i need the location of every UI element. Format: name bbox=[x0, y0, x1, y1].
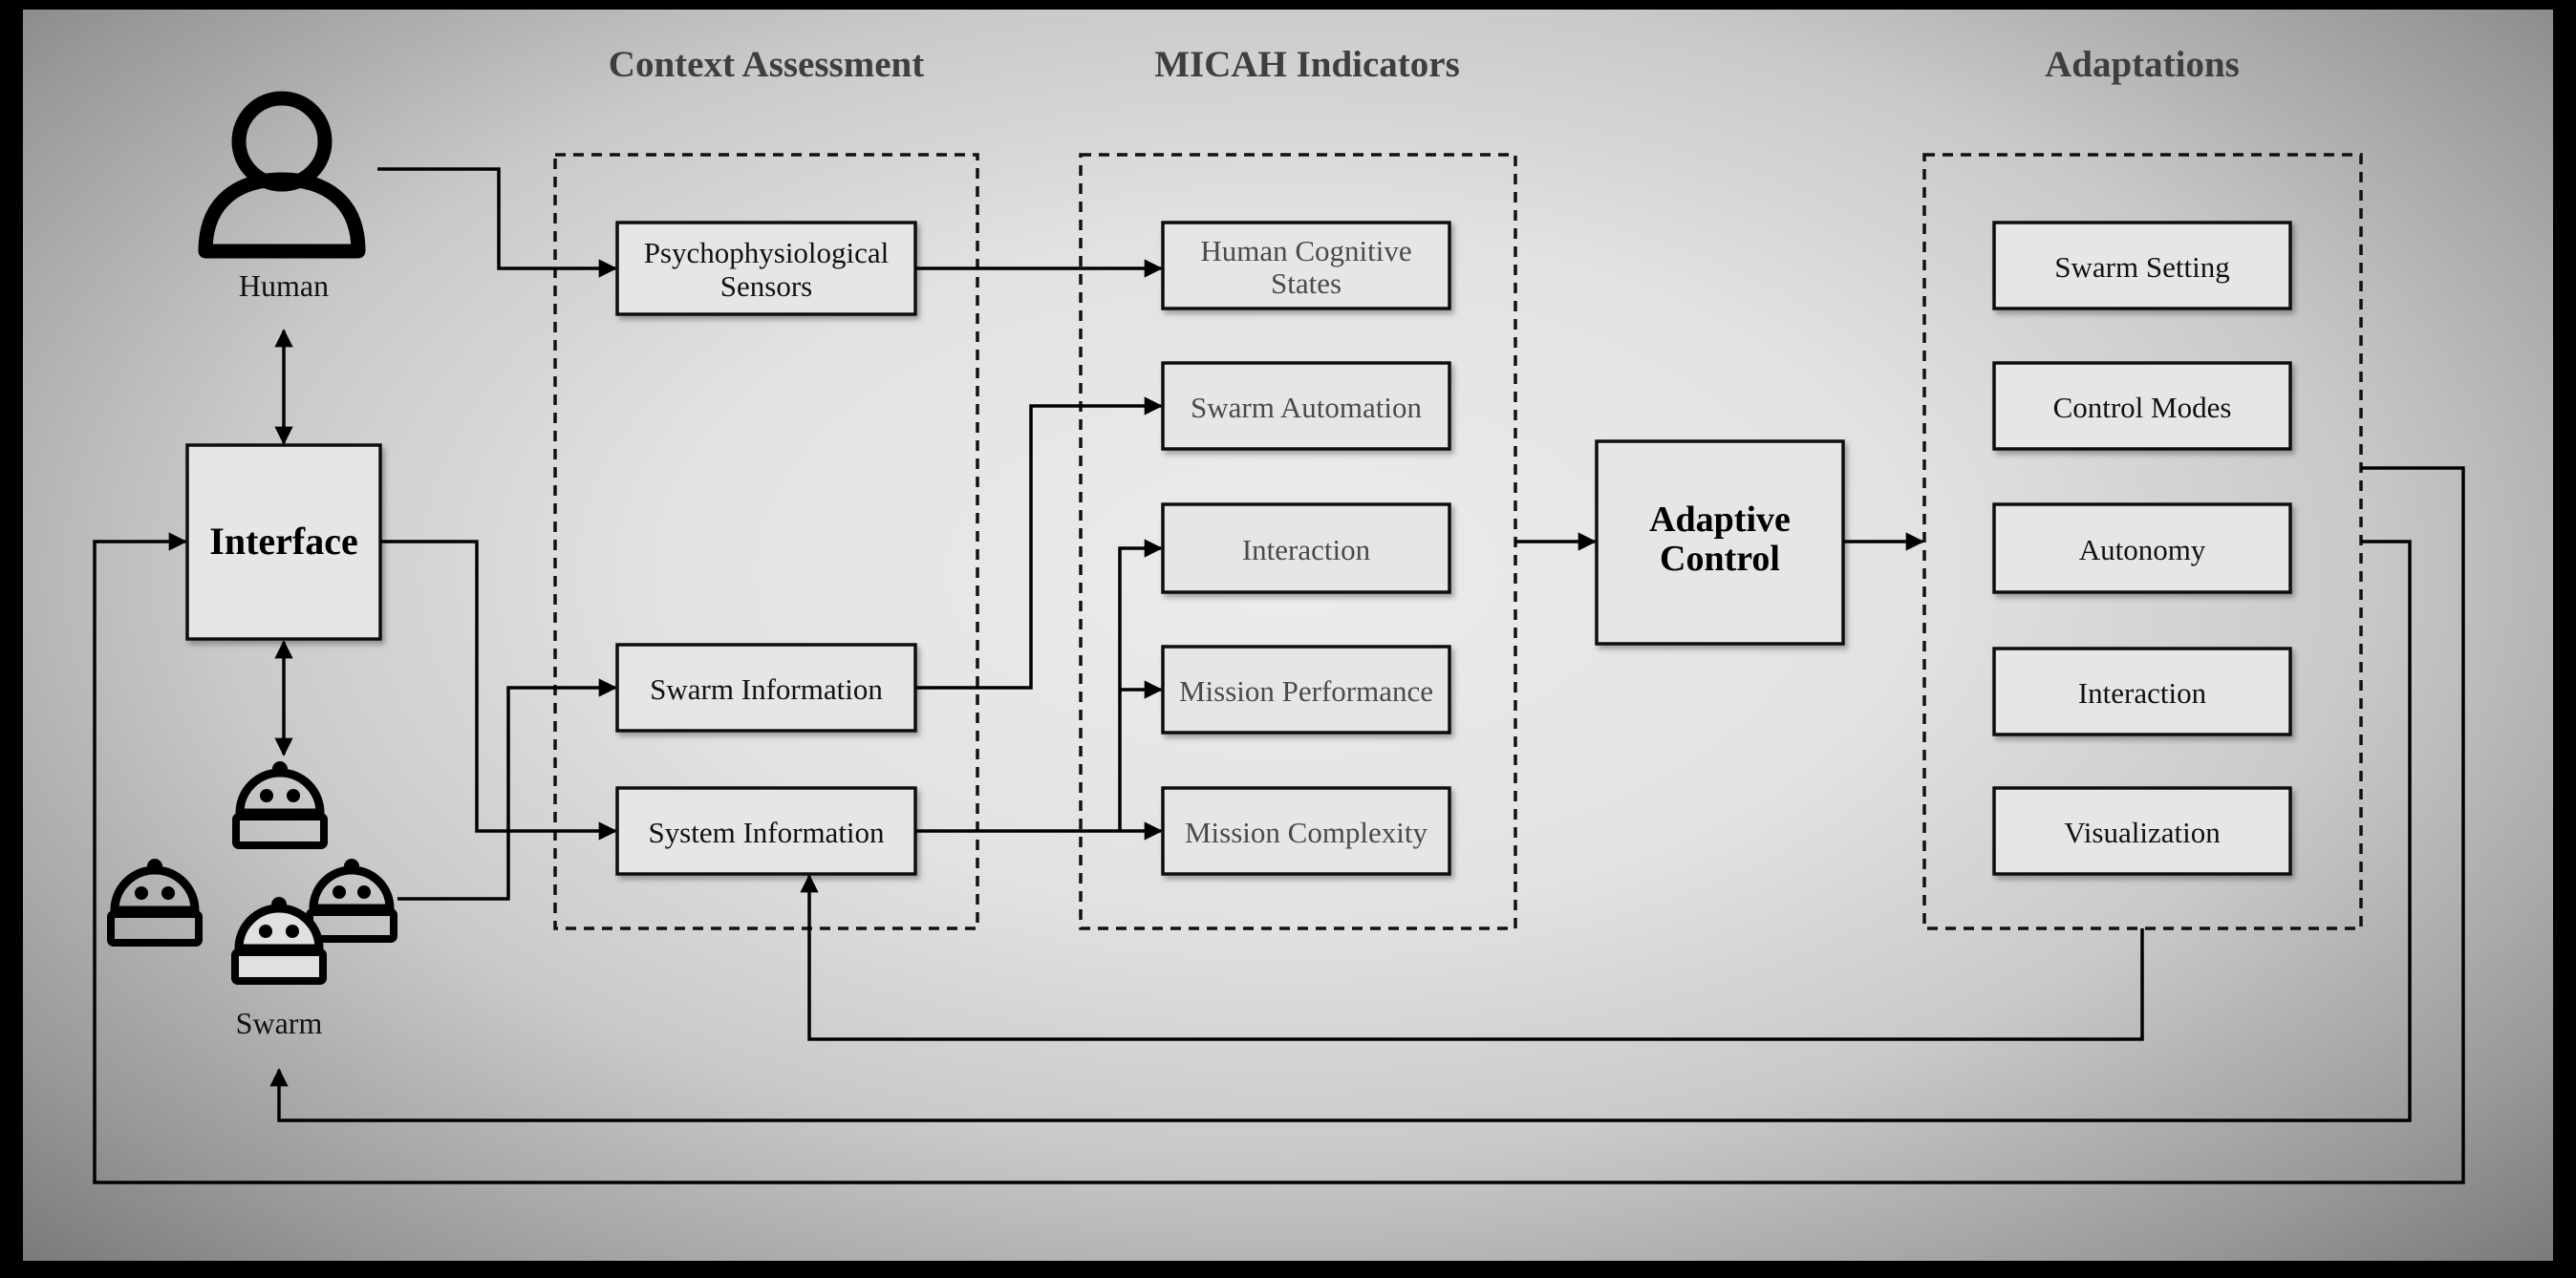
swarm-setting-box bbox=[1992, 221, 2292, 310]
interaction-adaptation-label: Interaction bbox=[2078, 676, 2207, 710]
header-context-assessment: Context Assessment bbox=[609, 44, 924, 85]
control-modes-label: Control Modes bbox=[2053, 391, 2232, 424]
adaptive-control-box bbox=[1595, 439, 1845, 646]
mission-complexity-box bbox=[1161, 786, 1451, 876]
swarm-label: Swarm bbox=[236, 1006, 323, 1040]
human-cognitive-states-box bbox=[1161, 221, 1451, 310]
robot-icon bbox=[107, 859, 203, 947]
system-information-box bbox=[615, 786, 917, 876]
adaptive-control-line2: Control bbox=[1660, 539, 1780, 579]
context-assessment-group bbox=[553, 153, 979, 930]
swarm-automation-label: Swarm Automation bbox=[1191, 391, 1422, 424]
human-cognitive-states-line1: Human Cognitive bbox=[1200, 234, 1411, 267]
control-modes-box bbox=[1992, 361, 2292, 451]
arrow-feedback-system-info bbox=[800, 874, 2144, 1041]
interaction-adaptation-box bbox=[1992, 647, 2292, 736]
robot-icon bbox=[231, 897, 327, 985]
autonomy-box bbox=[1992, 502, 2292, 594]
interaction-indicator-box bbox=[1161, 502, 1451, 594]
interface-label: Interface bbox=[209, 520, 357, 563]
visualization-box bbox=[1992, 786, 2292, 876]
human-icon bbox=[198, 91, 366, 259]
diagram-canvas: Context Assessment MICAH Indicators Adap… bbox=[23, 10, 2553, 1261]
arrow-swarm-to-swarm-info bbox=[397, 678, 617, 901]
adaptive-control-line1: Adaptive bbox=[1649, 500, 1791, 540]
human-label: Human bbox=[239, 268, 329, 303]
robot-icon bbox=[232, 761, 328, 849]
header-adaptations: Adaptations bbox=[2045, 44, 2240, 85]
psychophysiological-sensors-line1: Psychophysiological bbox=[644, 236, 890, 269]
human-cognitive-states-line2: States bbox=[1271, 266, 1342, 300]
arrow-feedback-swarm bbox=[269, 540, 2412, 1122]
swarm-information-label: Swarm Information bbox=[650, 672, 883, 706]
swarm-automation-box bbox=[1161, 361, 1451, 451]
arrow-feedback-interface bbox=[93, 466, 2465, 1184]
micah-diagram: Context Assessment MICAH Indicators Adap… bbox=[93, 44, 2465, 1184]
robot-icon bbox=[306, 859, 397, 943]
autonomy-label: Autonomy bbox=[2079, 533, 2206, 566]
mission-complexity-label: Mission Complexity bbox=[1185, 816, 1428, 849]
visualization-label: Visualization bbox=[2064, 816, 2221, 849]
system-information-label: System Information bbox=[648, 816, 885, 849]
interface-box bbox=[185, 443, 382, 641]
swarm-setting-label: Swarm Setting bbox=[2054, 250, 2229, 284]
mission-performance-box bbox=[1161, 645, 1451, 735]
psychophysiological-sensors-box bbox=[615, 221, 917, 316]
psychophysiological-sensors-line2: Sensors bbox=[720, 269, 812, 303]
arrow-swarm-info-to-automation bbox=[915, 396, 1163, 690]
mission-performance-label: Mission Performance bbox=[1179, 674, 1433, 708]
header-micah-indicators: MICAH Indicators bbox=[1154, 44, 1460, 85]
arrow-human-to-sensors bbox=[377, 167, 617, 278]
arrow-interface-to-system-info bbox=[380, 540, 617, 841]
arrow-to-interaction bbox=[1118, 539, 1163, 831]
interaction-indicator-label: Interaction bbox=[1242, 533, 1371, 566]
swarm-information-box bbox=[615, 643, 917, 733]
